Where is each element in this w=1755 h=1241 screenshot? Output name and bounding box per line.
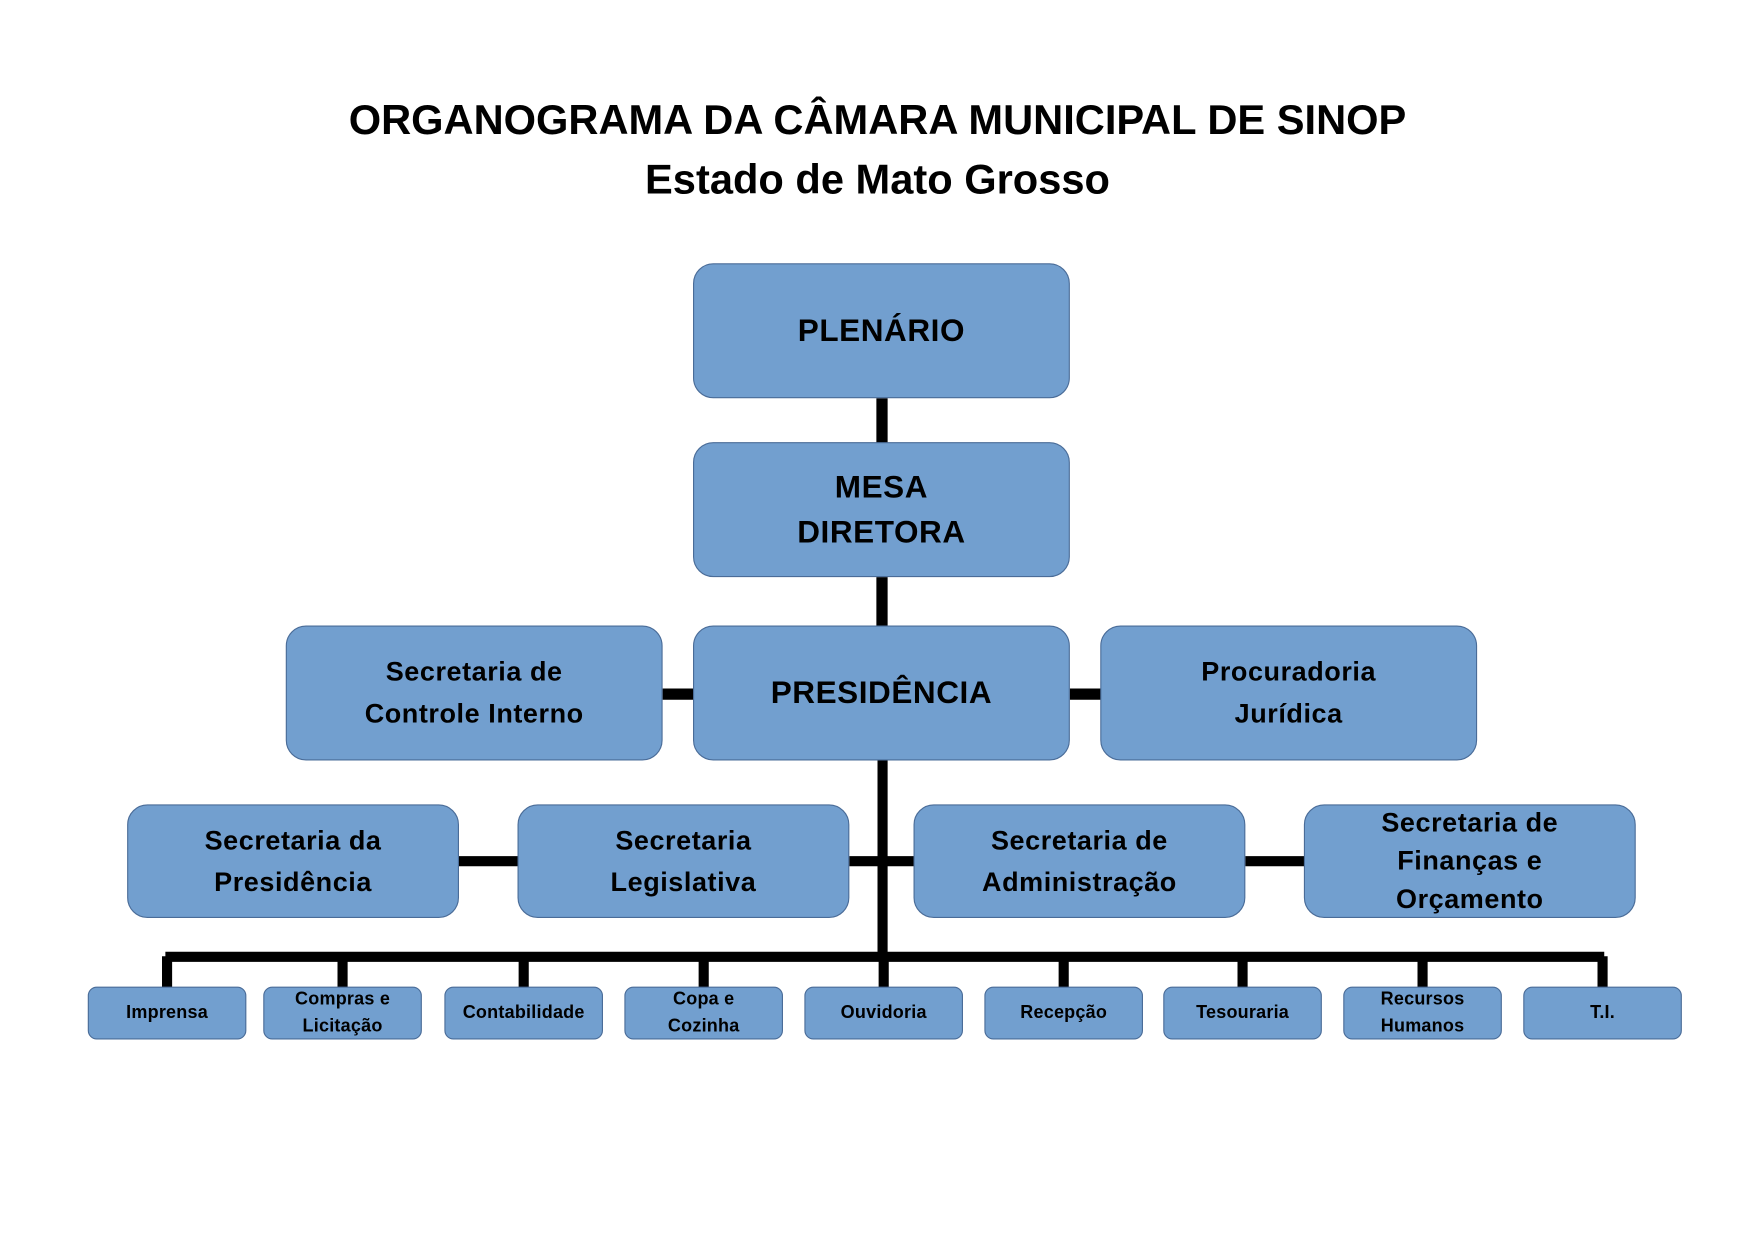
connector	[1069, 688, 1102, 700]
connector	[1597, 956, 1608, 988]
connector	[1237, 956, 1248, 988]
connector	[162, 956, 173, 988]
unit-node: Compras e Licitação	[263, 986, 422, 1040]
connector	[876, 577, 888, 627]
chart-subtitle: Estado de Mato Grosso	[645, 156, 1110, 203]
node-procuradoria: Procuradoria Jurídica	[1100, 625, 1478, 761]
connector	[878, 956, 889, 988]
connector	[1417, 956, 1428, 988]
unit-node: Ouvidoria	[804, 986, 963, 1040]
connector	[698, 956, 709, 988]
unit-node: Contabilidade	[444, 986, 603, 1040]
connector	[876, 398, 888, 444]
node-mesa-diretora: MESA DIRETORA	[693, 442, 1070, 578]
node-controle-interno: Secretaria de Controle Interno	[285, 625, 663, 761]
chart-title: ORGANOGRAMA DA CÂMARA MUNICIPAL DE SINOP	[348, 96, 1407, 143]
unit-node: Tesouraria	[1163, 986, 1322, 1040]
connector	[849, 856, 915, 867]
unit-node: Recepção	[984, 986, 1143, 1040]
node-legislativa: Secretaria Legislativa	[517, 804, 850, 918]
node-presidencia: PRESIDÊNCIA	[693, 625, 1070, 761]
node-plenario: PLENÁRIO	[693, 263, 1070, 399]
connector	[337, 956, 348, 988]
unit-node: T.I.	[1523, 986, 1682, 1040]
connector	[518, 956, 529, 988]
connector	[459, 856, 519, 867]
node-administracao: Secretaria de Administração	[913, 804, 1246, 918]
connector	[662, 688, 695, 700]
unit-node: Copa e Cozinha	[624, 986, 783, 1040]
unit-node: Recursos Humanos	[1343, 986, 1502, 1040]
connector	[1245, 856, 1305, 867]
unit-node: Imprensa	[87, 986, 247, 1040]
connector	[1058, 956, 1069, 988]
node-financas: Secretaria de Finanças e Orçamento	[1303, 804, 1636, 918]
node-sec-presidencia: Secretaria da Presidência	[127, 804, 459, 918]
